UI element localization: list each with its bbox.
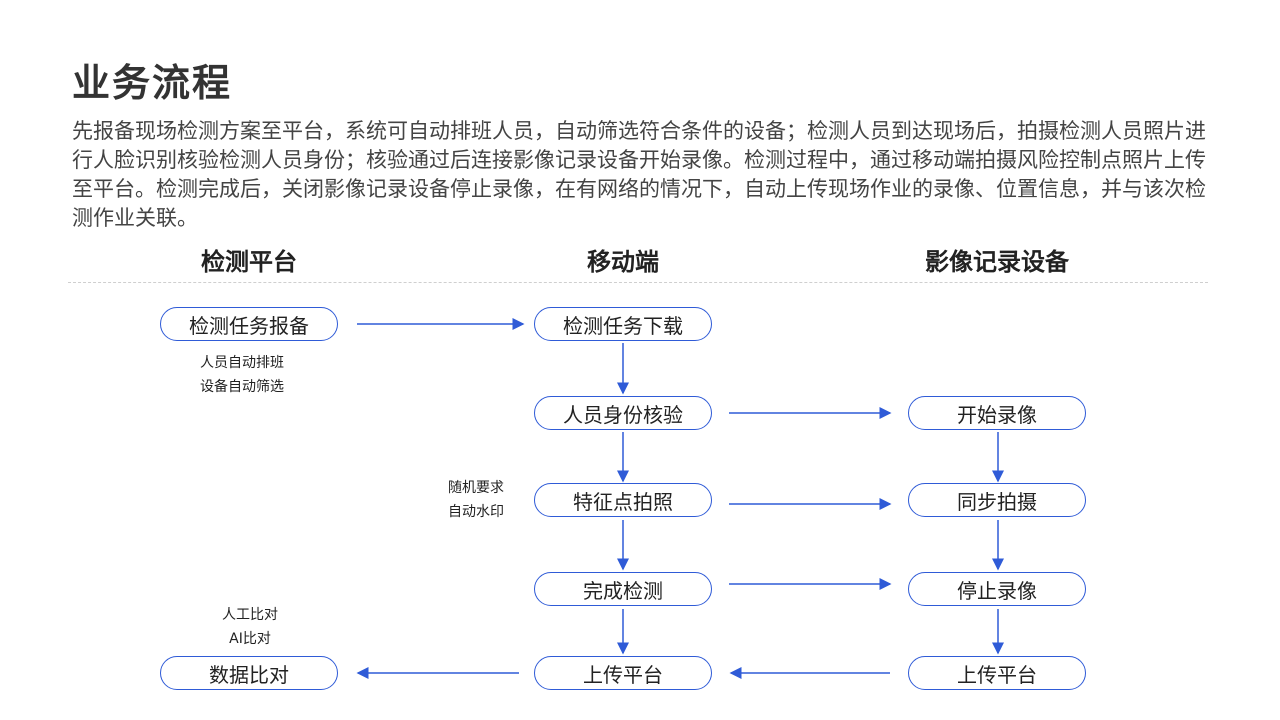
node-photo-capture: 特征点拍照 — [534, 483, 712, 517]
note-random: 随机要求 自动水印 — [426, 476, 526, 524]
description-paragraph: 先报备现场检测方案至平台，系统可自动排班人员，自动筛选符合条件的设备；检测人员到… — [72, 119, 1206, 230]
column-header-device: 影像记录设备 — [925, 248, 1069, 276]
note-compare-line-1: 人工比对 — [222, 607, 278, 623]
node-device-upload: 上传平台 — [908, 656, 1086, 690]
node-task-download: 检测任务下载 — [534, 307, 712, 341]
header-divider — [68, 282, 1208, 283]
node-finish-check: 完成检测 — [534, 572, 712, 606]
node-stop-record: 停止录像 — [908, 572, 1086, 606]
note-compare: 人工比对 AI比对 — [200, 603, 300, 651]
node-data-compare: 数据比对 — [160, 656, 338, 690]
node-task-report: 检测任务报备 — [160, 307, 338, 341]
note-auto-line-1: 人员自动排班 — [200, 355, 284, 371]
column-header-mobile: 移动端 — [587, 248, 659, 276]
page-title: 业务流程 — [72, 61, 233, 105]
node-mobile-upload: 上传平台 — [534, 656, 712, 690]
note-auto-line-2: 设备自动筛选 — [200, 379, 284, 395]
note-auto: 人员自动排班 设备自动筛选 — [176, 351, 308, 399]
column-header-platform: 检测平台 — [201, 248, 297, 276]
node-sync-capture: 同步拍摄 — [908, 483, 1086, 517]
node-start-record: 开始录像 — [908, 396, 1086, 430]
note-random-line-1: 随机要求 — [448, 480, 504, 496]
node-identity-verify: 人员身份核验 — [534, 396, 712, 430]
note-compare-line-2: AI比对 — [229, 631, 271, 647]
note-random-line-2: 自动水印 — [448, 504, 504, 520]
